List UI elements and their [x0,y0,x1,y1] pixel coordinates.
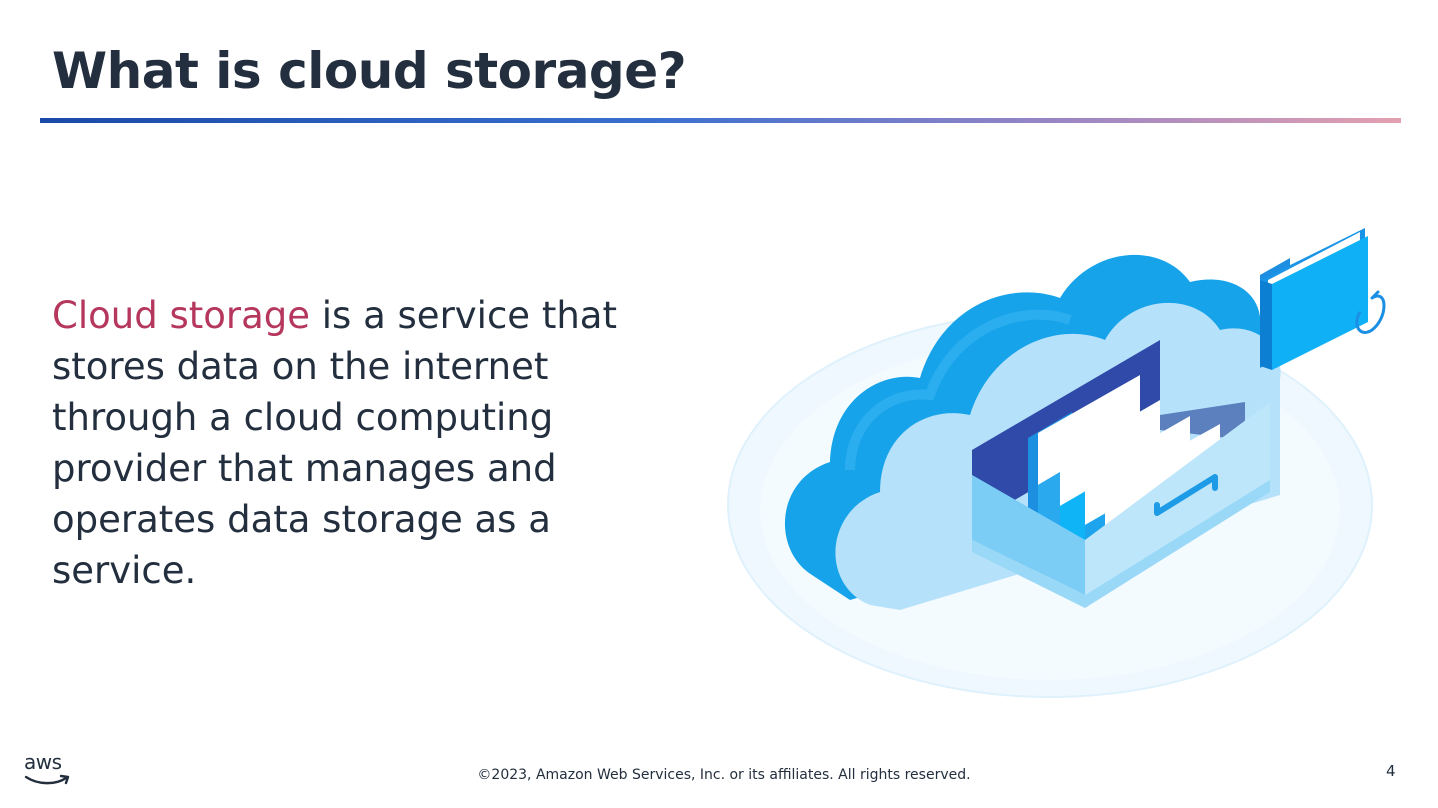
aws-logo-text: aws [24,750,62,774]
body-text: Cloud storage is a service that stores d… [52,290,692,596]
title-underline [40,118,1401,123]
body-text-rest: is a service that stores data on the int… [52,294,617,592]
page-number: 4 [1386,762,1396,780]
aws-smile-icon [24,774,70,785]
copyright-notice: ©2023, Amazon Web Services, Inc. or its … [477,767,971,783]
slide-title: What is cloud storage? [52,42,687,100]
cloud-file-cabinet-icon [727,228,1386,698]
aws-logo: aws [24,752,74,790]
highlighted-term: Cloud storage [52,294,311,337]
